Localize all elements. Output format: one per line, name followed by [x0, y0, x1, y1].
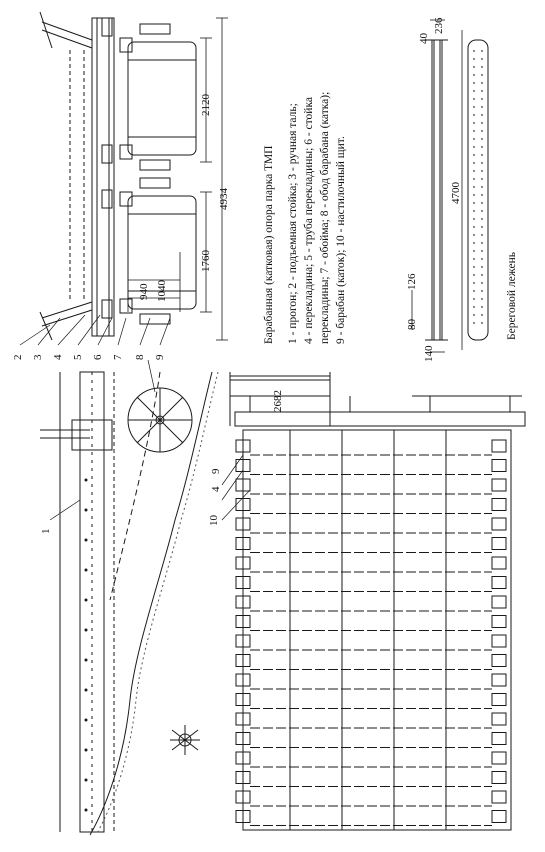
deck-board-end: [491, 439, 507, 453]
deck-board-end: [235, 732, 251, 745]
deck-board-end: [235, 576, 251, 589]
dim-2682: 2682: [272, 390, 284, 412]
callout-5: 5: [72, 354, 84, 361]
deck-board-end: [235, 693, 251, 706]
shore-beam-top: [467, 39, 489, 341]
dim-140: 140: [423, 345, 435, 363]
deck-board-end: [235, 654, 251, 667]
shore-beam-label: Береговой лежень: [506, 251, 518, 340]
top-dim-lines: [127, 17, 228, 341]
deck-board-end: [235, 673, 251, 687]
deck-board-end: [235, 751, 251, 765]
callout-1: 1: [40, 528, 52, 535]
deck-board-end: [235, 810, 251, 823]
deck-board-end: [491, 498, 507, 511]
deck-board-end: [491, 790, 507, 804]
deck-board-end: [235, 478, 251, 492]
callout-9: 9: [154, 354, 166, 361]
deck-board-end: [491, 615, 507, 628]
caption-line-1: 1 - прогон; 2 - подъемная стойка; 3 - ру…: [287, 103, 299, 344]
deck-end-beam: [229, 372, 526, 427]
clamps: [139, 23, 171, 325]
deck-board-end: [491, 595, 507, 609]
callout-6: 6: [92, 354, 104, 361]
deck-board-end: [491, 771, 507, 784]
dim-80: 80: [406, 319, 418, 330]
dim-1760: 1760: [200, 250, 212, 272]
dim-1040: 1040: [156, 280, 168, 302]
deck-leaders: [221, 454, 251, 521]
dim-126: 126: [406, 273, 418, 291]
deck-board-end: [491, 537, 507, 550]
caption-line-2: 4 - перекладина; 5 - труба перекладины; …: [303, 97, 315, 344]
deck-board-end: [235, 771, 251, 784]
caption-line-4: 9 - барабан (каток); 10 - настилочный щи…: [335, 136, 347, 344]
dim-2120: 2120: [200, 94, 212, 116]
deck-board-end: [491, 478, 507, 492]
callout-4-deck: 4: [210, 486, 222, 493]
callout-9-deck: 9: [210, 468, 222, 475]
callout-3: 3: [32, 354, 44, 361]
drum-top-view-1: [119, 37, 197, 160]
shore-beam-side: [425, 39, 448, 341]
dim-40: 40: [418, 33, 430, 44]
deck-board-end: [491, 693, 507, 706]
dim-4700: 4700: [450, 182, 462, 204]
callout-7: 7: [112, 354, 124, 361]
deck-board-end: [491, 459, 507, 472]
deck-board-end: [491, 634, 507, 648]
top-view-beams: [39, 11, 115, 341]
dim-4934: 4934: [218, 188, 230, 210]
callout-8: 8: [134, 354, 146, 361]
deck-board-end: [491, 673, 507, 687]
callout-4: 4: [52, 354, 64, 361]
deck-board-end: [491, 517, 507, 531]
deck-board-end: [235, 439, 251, 453]
ship-symbol: [170, 725, 200, 755]
deck-plan: [242, 429, 512, 831]
deck-board-end: [235, 615, 251, 628]
dim-940: 940: [138, 283, 150, 301]
deck-boards: [235, 439, 507, 826]
callout-2: 2: [12, 354, 24, 361]
deck-board-end: [491, 751, 507, 765]
deck-board-end: [235, 634, 251, 648]
deck-board-end: [235, 595, 251, 609]
beam-holes: [84, 478, 88, 812]
deck-board-end: [491, 556, 507, 570]
top-leaders: [19, 314, 171, 346]
callout-10: 10: [208, 515, 220, 526]
deck-board-end: [491, 654, 507, 667]
caption-title: Барабанная (катковая) опора парка ТМП: [263, 145, 275, 345]
deck-board-end: [491, 712, 507, 726]
deck-board-end: [491, 810, 507, 823]
dim-236: 236: [433, 17, 445, 35]
deck-board-end: [235, 517, 251, 531]
deck-board-end: [491, 576, 507, 589]
drum-top-view-2: [119, 191, 197, 314]
shore-dim-lines: [411, 19, 463, 353]
deck-board-end: [235, 537, 251, 550]
caption-line-3: перекладины; 7 - обойма; 8 - обод бараба…: [319, 91, 331, 344]
deck-board-end: [491, 732, 507, 745]
side-elevation: [40, 371, 193, 833]
deck-board-end: [235, 712, 251, 726]
deck-board-end: [235, 790, 251, 804]
deck-board-end: [235, 556, 251, 570]
ground-profile: [89, 371, 219, 836]
side-leaders: [49, 359, 156, 521]
